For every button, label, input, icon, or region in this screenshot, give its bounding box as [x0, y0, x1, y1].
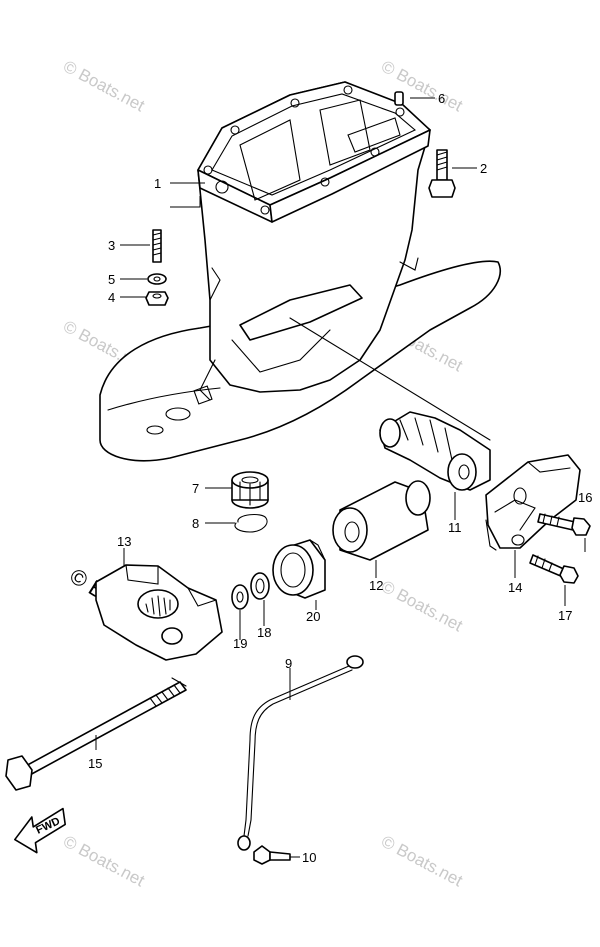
spacer-ring — [250, 572, 270, 600]
rubber-bushing — [231, 471, 269, 509]
long-bolt — [5, 677, 187, 791]
callout-9: 9 — [285, 656, 292, 671]
callout-4: 4 — [108, 290, 115, 305]
screw — [253, 845, 291, 865]
callout-14: 14 — [508, 580, 522, 595]
dowel-pin — [394, 91, 404, 106]
washer — [147, 273, 167, 285]
callout-18: 18 — [257, 625, 271, 640]
callout-5: 5 — [108, 272, 115, 287]
callout-7: 7 — [192, 481, 199, 496]
callout-3: 3 — [108, 238, 115, 253]
ground-wire — [237, 655, 364, 851]
callout-8: 8 — [192, 516, 199, 531]
washer-small — [231, 584, 249, 610]
bolt-17 — [529, 554, 579, 584]
callout-16: 16 — [578, 490, 592, 505]
callout-13: 13 — [117, 534, 131, 549]
callout-6: 6 — [438, 91, 445, 106]
callout-12: 12 — [369, 578, 383, 593]
snap-ring — [234, 513, 268, 533]
callout-2: 2 — [480, 161, 487, 176]
watermark: © Boats.net — [378, 832, 466, 891]
callout-20: 20 — [306, 609, 320, 624]
watermark: © Boats.net — [60, 57, 148, 116]
callout-11: 11 — [448, 520, 462, 535]
mount-bracket — [95, 564, 223, 661]
mount-cap — [272, 539, 326, 599]
nut — [145, 291, 169, 306]
bolt-16 — [537, 513, 591, 536]
damper — [379, 411, 491, 491]
callout-15: 15 — [88, 756, 102, 771]
rubber-mount — [332, 480, 431, 561]
cover-housing — [485, 454, 581, 551]
callout-labels: 1 2 3 4 5 6 7 8 9 10 11 12 13 14 15 16 1… — [88, 91, 592, 865]
callout-17: 17 — [558, 608, 572, 623]
watermark: © Boats.net — [378, 577, 466, 636]
callout-19: 19 — [233, 636, 247, 651]
leader-lines — [95, 97, 586, 858]
stud-bolt — [152, 229, 162, 263]
callout-1: 1 — [154, 176, 161, 191]
watermark: © Boats.net — [60, 832, 148, 891]
flange-bolt — [428, 149, 456, 198]
callout-10: 10 — [302, 850, 316, 865]
drive-shaft-housing — [99, 81, 501, 462]
